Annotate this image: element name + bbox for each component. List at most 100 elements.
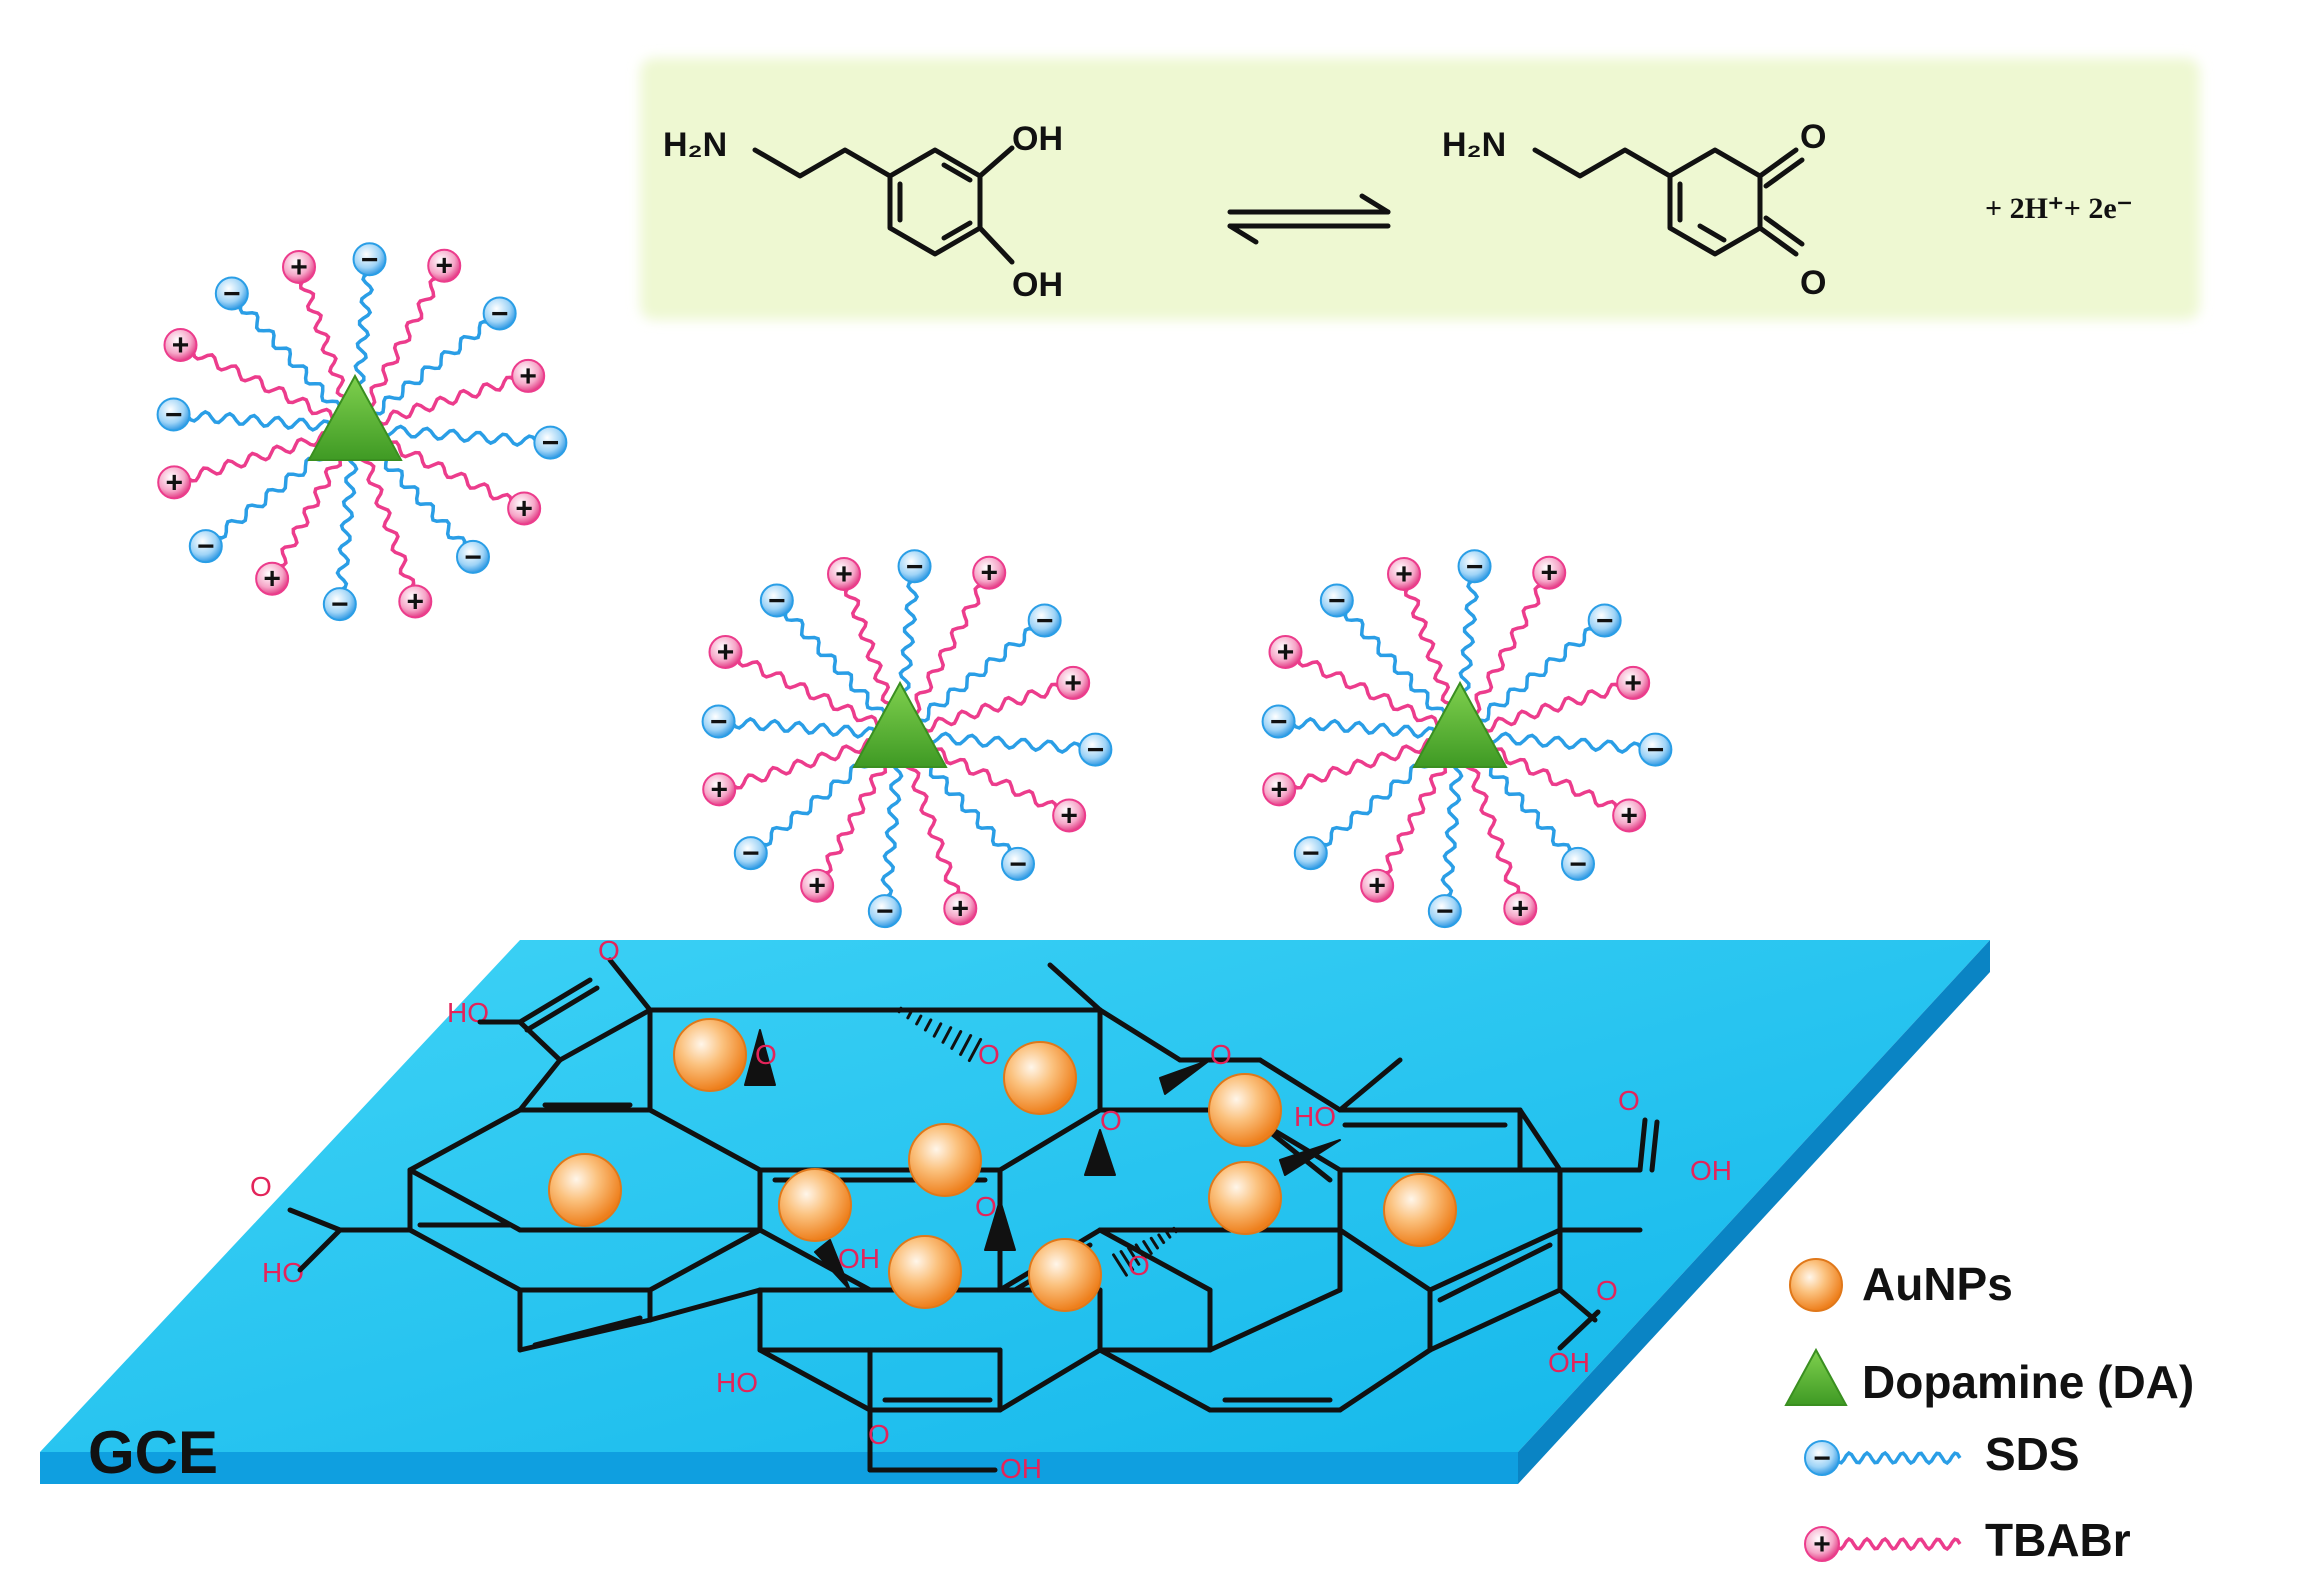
lattice-bond — [1337, 1347, 1433, 1413]
functional-group-label: O — [868, 1419, 890, 1450]
lattice-wedge-bond — [814, 1239, 851, 1291]
functional-group-label: OH — [1690, 1155, 1732, 1186]
functional-group-label: HO — [716, 1367, 758, 1398]
charge-symbol: − — [491, 297, 509, 330]
dopamine-structure — [752, 145, 1015, 265]
lattice-bond — [647, 1107, 763, 1173]
aunp-particle — [1383, 1173, 1457, 1247]
sds-head — [482, 296, 517, 331]
lattice-hash-bond — [1157, 1233, 1166, 1245]
sds-head — [322, 587, 357, 622]
carboxyl-bond — [1637, 1117, 1648, 1173]
electrode-side-face — [1518, 940, 1990, 1484]
reaction-panel: H₂N OH OH H₂N O O + 2H⁺+ 2e⁻ — [640, 58, 2200, 320]
tbabr-head — [1056, 665, 1091, 700]
legend-label-dopamine: Dopamine (DA) — [1862, 1356, 2194, 1408]
lattice-wedge-bond — [744, 1029, 776, 1086]
sds-head — [188, 529, 223, 564]
micelle-layer: −+−+−+−+−+−+−+−+−+−+−+−+−+−+−+−+−+−+−+−+… — [156, 242, 1673, 929]
sds-head — [867, 894, 902, 929]
tbabr-head — [827, 556, 862, 591]
lattice-bond — [1427, 1287, 1563, 1353]
charge-symbol: − — [742, 837, 760, 870]
tbabr-head — [427, 248, 462, 283]
carbonyl-bond — [1763, 215, 1805, 247]
legend-item-tbabr: TBABr + — [1804, 1514, 2131, 1566]
lattice-bond — [607, 957, 653, 1013]
tbabr-head — [708, 635, 743, 670]
sds-head — [897, 549, 932, 584]
charge-symbol: − — [223, 277, 241, 310]
surfactant-tail — [1296, 657, 1462, 736]
lattice-bond — [407, 1227, 523, 1293]
aunp-legend-icon — [1789, 1258, 1843, 1312]
charge-symbol: + — [710, 773, 728, 806]
dopamine-triangle — [852, 680, 948, 768]
tbabr-head — [943, 891, 978, 926]
charge-symbol: − — [768, 584, 786, 617]
charge-symbol: + — [1060, 799, 1078, 832]
tbabr-head — [507, 491, 542, 526]
lattice-bond — [647, 1227, 763, 1293]
tbabr-head — [1503, 891, 1538, 926]
lattice-bond — [1427, 1227, 1563, 1293]
lattice-hash-bond — [1112, 1253, 1128, 1277]
micelle-surface-right: −+−+−+−+−+−+−+−+ — [1261, 549, 1673, 929]
aunp-particle — [888, 1235, 962, 1309]
lattice-bond — [1047, 962, 1103, 1013]
tbabr-head — [398, 584, 433, 619]
charge-symbol: + — [1395, 558, 1413, 591]
charge-symbol: − — [1328, 584, 1346, 617]
charge-symbol: + — [290, 251, 308, 284]
lattice-bond — [1257, 1057, 1343, 1113]
ring-double-bond — [1697, 223, 1727, 243]
charge-symbol: − — [1009, 848, 1027, 881]
charge-symbol: + — [835, 558, 853, 591]
lattice-bond — [757, 1347, 873, 1413]
tbabr-head — [800, 868, 835, 903]
lattice-hash-bond — [941, 1026, 953, 1044]
charge-symbol: − — [197, 530, 215, 563]
functional-group-label: O — [1100, 1105, 1122, 1136]
charge-symbol: + — [165, 466, 183, 499]
sds-head — [1587, 603, 1622, 638]
charge-symbol: + — [1277, 636, 1295, 669]
surfactant-tail — [899, 626, 1035, 738]
functional-group-label: O — [1618, 1085, 1640, 1116]
sds-head — [733, 836, 768, 871]
lattice-double-bond — [1437, 1242, 1553, 1303]
lattice-hash-bond — [959, 1034, 973, 1056]
charge-symbol: + — [1512, 892, 1530, 925]
charge-symbol: − — [1647, 734, 1665, 767]
carboxyl-bond — [1557, 1309, 1601, 1351]
product-extra-label: + 2H⁺+ 2e⁻ — [1985, 192, 2133, 225]
sds-head — [1078, 732, 1113, 767]
charge-symbol: + — [1270, 773, 1288, 806]
legend-item-sds: SDS − — [1804, 1428, 2080, 1480]
tbabr-head — [1612, 798, 1647, 833]
legend-label-tbabr: TBABr — [1985, 1514, 2131, 1566]
surfactant-tail — [1459, 626, 1595, 738]
charge-symbol: + — [515, 492, 533, 525]
surfactant-tail — [736, 657, 902, 736]
tbabr-head — [972, 555, 1007, 590]
sds-head — [1457, 549, 1492, 584]
sds-head — [1261, 704, 1296, 739]
tbabr-head — [511, 358, 546, 393]
sds-head — [1427, 894, 1462, 929]
functional-group-label: O — [250, 1171, 272, 1202]
tbabr-head — [1360, 868, 1395, 903]
sds-head — [1638, 732, 1673, 767]
dopamine-triangle — [307, 373, 403, 461]
carboxyl-bond — [524, 985, 600, 1033]
carboxyl-bond — [297, 1227, 343, 1273]
charge-symbol: + — [717, 636, 735, 669]
tbabr-head — [157, 465, 192, 500]
ring-double-bond — [941, 220, 973, 241]
charge-symbol: − — [331, 588, 349, 621]
lattice-hash-bond — [1164, 1230, 1172, 1239]
lattice-bond — [407, 1107, 523, 1173]
charge-symbol: − — [710, 705, 728, 738]
sds-head — [352, 242, 387, 277]
